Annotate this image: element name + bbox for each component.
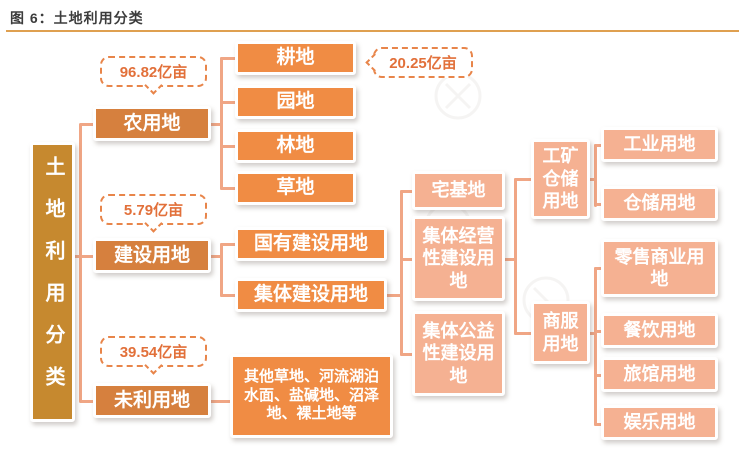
node-hotel-land: 旅馆用地 — [601, 357, 718, 392]
area-value: 39.54亿亩 — [119, 344, 188, 361]
node-construction-land: 建设用地 — [93, 238, 211, 273]
connector-line — [588, 177, 596, 181]
node-label: 商服用地 — [542, 311, 579, 354]
node-label: 国有建设用地 — [253, 233, 368, 255]
connector-line — [594, 329, 603, 333]
title-divider — [6, 30, 739, 32]
connector-line — [72, 254, 82, 258]
node-label: 建设用地 — [113, 244, 190, 266]
connector-line — [220, 56, 237, 60]
node-storage-land: 仓储用地 — [601, 186, 718, 221]
connector-line — [80, 122, 96, 126]
node-agricultural-land: 农用地 — [93, 106, 211, 141]
node-commercial-service-land: 商服用地 — [531, 301, 590, 364]
node-forest-land: 林地 — [235, 129, 356, 163]
area-value: 5.79亿亩 — [123, 202, 184, 219]
connector-line — [400, 352, 414, 356]
connector-line — [219, 243, 223, 297]
area-value: 96.82亿亩 — [119, 64, 188, 81]
connector-line — [594, 373, 603, 377]
area-callout-agricultural: 96.82亿亩 — [100, 56, 207, 95]
node-entertainment-land: 娱乐用地 — [601, 405, 718, 440]
connector-line — [594, 422, 603, 426]
node-garden-land: 园地 — [235, 85, 356, 119]
node-label: 工业用地 — [623, 134, 696, 155]
node-industrial-land: 工业用地 — [601, 127, 718, 162]
connector-line — [208, 399, 236, 403]
node-collective-construction-land: 集体建设用地 — [235, 278, 387, 312]
connector-line — [208, 254, 222, 258]
node-label: 娱乐用地 — [623, 412, 696, 433]
node-label: 零售商业用地 — [614, 246, 705, 290]
node-catering-land: 餐饮用地 — [601, 313, 718, 348]
node-land-use-classification: 土地利用分类 — [30, 142, 75, 422]
node-collective-public-welfare-construction-land: 集体公益性建设用地 — [412, 311, 505, 396]
node-label: 旅馆用地 — [623, 364, 696, 385]
node-label: 未利用地 — [113, 389, 190, 411]
connector-line — [220, 294, 237, 297]
node-label: 草地 — [276, 177, 315, 199]
node-label: 集体公益性建设用地 — [422, 320, 495, 386]
connector-line — [220, 100, 237, 104]
connector-line — [80, 254, 96, 258]
node-label: 集体建设用地 — [253, 284, 368, 306]
node-label: 餐饮用地 — [623, 320, 696, 341]
node-label: 其他草地、河流湖泊水面、盐碱地、沼泽地、裸土地等 — [243, 367, 379, 423]
node-label: 仓储用地 — [623, 193, 696, 214]
callout-tail — [365, 52, 384, 72]
node-other-unused-land: 其他草地、河流湖泊水面、盐碱地、沼泽地、裸土地等 — [230, 354, 393, 438]
node-cultivated-land: 耕地 — [235, 41, 356, 75]
connector-line — [514, 177, 534, 181]
root-label-vertical: 土地利用分类 — [42, 156, 64, 408]
node-industrial-mining-storage-land: 工矿仓储用地 — [531, 139, 590, 219]
connector-line — [78, 122, 82, 403]
node-retail-commercial-land: 零售商业用地 — [601, 239, 718, 297]
node-grass-land: 草地 — [235, 171, 356, 205]
connector-line — [219, 56, 223, 190]
connector-line — [594, 143, 603, 147]
area-callout-construction: 5.79亿亩 — [100, 194, 207, 233]
area-value: 20.25亿亩 — [389, 55, 457, 72]
connector-line — [593, 266, 597, 426]
node-unused-land: 未利用地 — [93, 383, 211, 418]
node-state-owned-construction-land: 国有建设用地 — [235, 227, 387, 261]
connector-line — [514, 331, 534, 335]
connector-line — [399, 189, 403, 356]
node-label: 林地 — [276, 135, 315, 157]
node-label: 耕地 — [276, 47, 315, 69]
area-callout-unused: 39.54亿亩 — [100, 336, 207, 375]
connector-line — [220, 243, 237, 246]
connector-line — [383, 294, 403, 297]
connector-line — [513, 177, 517, 335]
connector-line — [220, 186, 237, 190]
connector-line — [400, 257, 414, 261]
connector-line — [594, 266, 603, 270]
connector-line — [80, 399, 96, 403]
connector-line — [594, 202, 603, 206]
connector-line — [593, 143, 597, 207]
node-label: 农用地 — [123, 112, 181, 134]
node-label: 工矿仓储用地 — [542, 146, 579, 212]
node-label: 宅基地 — [431, 180, 486, 201]
area-callout-cultivated: 20.25亿亩 — [365, 47, 473, 78]
connector-line — [220, 144, 237, 148]
node-homestead-land: 宅基地 — [412, 171, 505, 210]
node-collective-commercial-construction-land: 集体经营性建设用地 — [412, 216, 505, 301]
connector-line — [208, 122, 222, 126]
node-label: 园地 — [276, 91, 315, 113]
connector-line — [502, 257, 517, 261]
figure-title: 图 6：土地利用分类 — [10, 10, 144, 26]
node-label: 集体经营性建设用地 — [422, 225, 495, 291]
connector-line — [588, 331, 596, 335]
connector-line — [400, 189, 414, 193]
